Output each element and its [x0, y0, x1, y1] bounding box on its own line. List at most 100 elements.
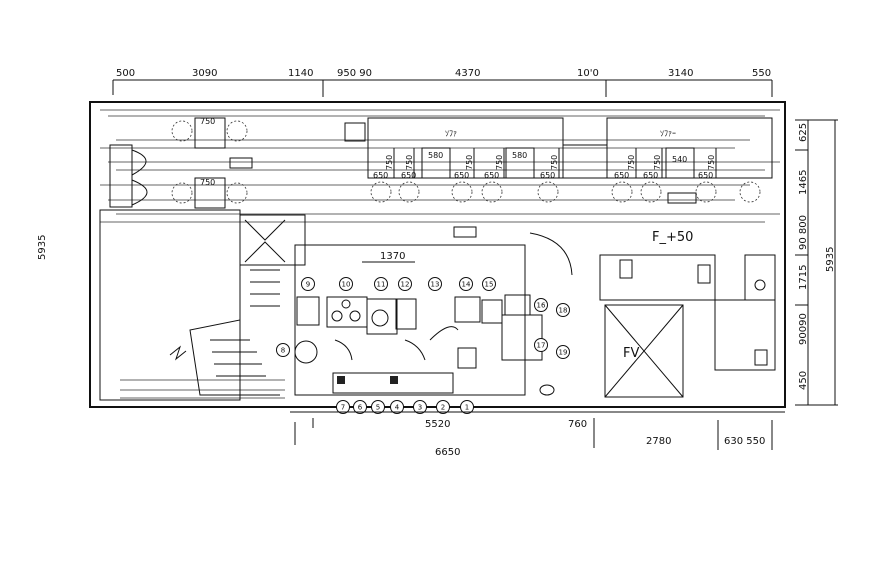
equipment-marker-9: 9 [301, 277, 315, 291]
chair [451, 181, 473, 203]
room-sofa-left: ｿﾌｧ [445, 129, 457, 138]
dim-right-90-800: 90 800 [798, 215, 809, 250]
seat-depth-label: 750 [495, 155, 504, 170]
dim-bottom-630-550: 630 550 [724, 436, 765, 447]
equipment-number: 1 [465, 404, 469, 412]
left-area: 750 750 [99, 117, 366, 401]
equipment-marker-5: 5 [371, 400, 385, 414]
dim-top-500: 500 [116, 68, 135, 79]
dim-top-1140: 1140 [288, 68, 313, 79]
dim-left-5935: 5935 [37, 235, 48, 260]
equipment-marker-13: 13 [428, 277, 442, 291]
room-sofa-right: ｿﾌｧｰ [660, 129, 676, 138]
dim-top-3090: 3090 [192, 68, 217, 79]
equipment-number: 12 [401, 281, 410, 289]
seat-width-label: 650 [454, 171, 469, 180]
seat-width-label: 650 [643, 171, 658, 180]
right-area: FV [599, 254, 776, 398]
seat-depth-label: 750 [405, 155, 414, 170]
dim-right-1465: 1465 [798, 170, 809, 195]
equipment-number: 16 [537, 302, 546, 310]
chair [537, 181, 559, 203]
equipment-number: 9 [306, 281, 310, 289]
dim-bottom-2780: 2780 [646, 436, 671, 447]
chair [611, 181, 633, 203]
equipment-number: 10 [342, 281, 351, 289]
equipment-number: 6 [358, 404, 363, 412]
equipment-number: 3 [418, 404, 422, 412]
dim-right-450: 450 [798, 371, 809, 390]
chair [481, 181, 503, 203]
equipment-marker-7: 7 [336, 400, 350, 414]
dim-right-1715: 1715 [798, 265, 809, 290]
equipment-marker-12: 12 [398, 277, 412, 291]
equipment-marker-10: 10 [339, 277, 353, 291]
equipment-marker-11: 11 [374, 277, 388, 291]
seat-depth-label: 750 [385, 155, 394, 170]
right-dimension-line: 625 1465 90 800 1715 90090 450 5935 [795, 119, 838, 406]
floor-level-label: F_+50 [652, 230, 693, 245]
equipment-number: 19 [559, 349, 568, 357]
dim-top-4370: 4370 [455, 68, 480, 79]
equipment-marker-14: 14 [459, 277, 473, 291]
top-dimension-line: 500 3090 1140 950 90 4370 10'0 3140 550 [112, 68, 773, 97]
dim-top-950-90: 950 90 [337, 68, 372, 79]
table-dim-label: 540 [672, 155, 687, 164]
dim-top-550: 550 [752, 68, 771, 79]
equipment-marker-15: 15 [482, 277, 496, 291]
seat-width-label: 650 [484, 171, 499, 180]
seat-depth-label: 750 [653, 155, 662, 170]
equipment-number: 4 [395, 404, 400, 412]
dim-right-5935: 5935 [825, 247, 836, 272]
equipment-marker-2: 2 [436, 400, 450, 414]
dim-top-3140: 3140 [668, 68, 693, 79]
dim-bottom-5520: 5520 [425, 419, 450, 430]
dim-top-1010: 10'0 [577, 68, 599, 79]
chair [640, 181, 662, 203]
equipment-marker-8: 8 [276, 343, 290, 357]
equipment-marker-17: 17 [534, 338, 548, 352]
equipment-marker-19: 19 [556, 345, 570, 359]
seat-depth-label: 750 [627, 155, 636, 170]
seat-dim: 750 [200, 178, 215, 187]
equipment-number: 8 [281, 347, 285, 355]
table-dim-label: 580 [428, 151, 443, 160]
equipment-number: 17 [537, 342, 546, 350]
seat-dim: 750 [200, 117, 215, 126]
equipment-marker-16: 16 [534, 298, 548, 312]
equipment-marker-18: 18 [556, 303, 570, 317]
seat-width-label: 650 [698, 171, 713, 180]
dim-right-625: 625 [798, 123, 809, 142]
dim-bottom-6650: 6650 [435, 447, 460, 458]
seat-width-label: 650 [373, 171, 388, 180]
seat-width-label: 650 [614, 171, 629, 180]
bottom-dimension-line: 5520 760 6650 2780 630 550 [290, 411, 785, 458]
fv-label: FV [623, 346, 639, 361]
equipment-number: 11 [377, 281, 386, 289]
equipment-number: 5 [376, 404, 380, 412]
dim-bottom-760: 760 [568, 419, 587, 430]
seat-depth-label: 750 [707, 155, 716, 170]
equipment-number: 15 [485, 281, 494, 289]
equipment-number: 18 [559, 307, 568, 315]
equipment-marker-6: 6 [353, 400, 367, 414]
seat-depth-label: 750 [465, 155, 474, 170]
equipment-marker-1: 1 [460, 400, 474, 414]
seat-depth-label: 750 [550, 155, 559, 170]
chair [695, 181, 717, 203]
equipment-number: 13 [431, 281, 440, 289]
seat-width-label: 650 [401, 171, 416, 180]
equipment-marker-3: 3 [413, 400, 427, 414]
seat-width-label: 650 [540, 171, 555, 180]
equipment-marker-4: 4 [390, 400, 404, 414]
dim-right-90090: 90090 [798, 313, 809, 345]
chair [739, 181, 761, 203]
kitchen-dim-1370: 1370 [380, 251, 405, 262]
equipment-number: 7 [341, 404, 345, 412]
chair [398, 181, 420, 203]
table-dim-label: 580 [512, 151, 527, 160]
equipment-number: 2 [441, 404, 445, 412]
